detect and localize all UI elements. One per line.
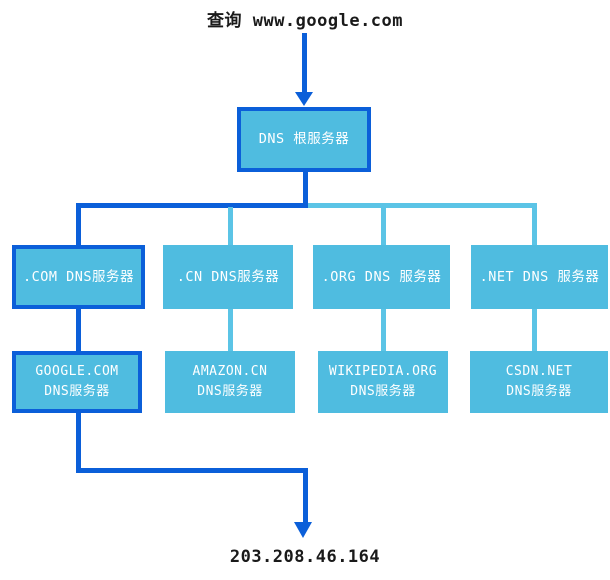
connector-cn-to-amazon	[228, 309, 233, 351]
node-auth-google: GOOGLE.COM DNS服务器	[12, 351, 142, 413]
node-tld-net: .NET DNS 服务器	[471, 245, 608, 309]
query-arrow-down-icon	[295, 92, 313, 106]
connector-drop-org	[381, 207, 386, 245]
resolved-ip: 203.208.46.164	[229, 547, 381, 567]
query-arrow-line	[302, 33, 307, 93]
node-label: WIKIPEDIA.ORG DNS服务器	[328, 363, 438, 399]
query-title: 查询 www.google.com	[206, 11, 404, 31]
node-auth-wikipedia: WIKIPEDIA.ORG DNS服务器	[318, 351, 448, 413]
connector-drop-cn	[228, 207, 233, 245]
node-label: AMAZON.CN DNS服务器	[192, 363, 268, 399]
answer-path-final-down	[303, 468, 308, 523]
answer-arrow-down-icon	[294, 522, 312, 538]
node-label: GOOGLE.COM DNS服务器	[35, 363, 119, 399]
node-tld-org: .ORG DNS 服务器	[313, 245, 450, 309]
distribution-line-left	[76, 203, 308, 208]
node-label: .CN DNS服务器	[176, 268, 280, 285]
connector-drop-net	[532, 207, 537, 245]
node-tld-cn: .CN DNS服务器	[163, 245, 293, 309]
connector-com-to-google	[76, 309, 81, 351]
node-label: .ORG DNS 服务器	[321, 268, 442, 285]
node-auth-csdn: CSDN.NET DNS服务器	[470, 351, 608, 413]
connector-org-to-wikipedia	[381, 309, 386, 351]
answer-path-across	[76, 468, 308, 473]
node-label: .NET DNS 服务器	[479, 268, 600, 285]
connector-net-to-csdn	[532, 309, 537, 351]
node-label: DNS 根服务器	[258, 131, 350, 148]
node-tld-com: .COM DNS服务器	[12, 245, 145, 309]
distribution-line-right	[308, 203, 537, 208]
node-label: CSDN.NET DNS服务器	[505, 363, 573, 399]
node-auth-amazon: AMAZON.CN DNS服务器	[165, 351, 295, 413]
node-dns-root-server: DNS 根服务器	[237, 107, 371, 172]
answer-path-down	[76, 413, 81, 473]
connector-drop-com	[76, 203, 81, 245]
connector-root-down	[303, 170, 308, 208]
node-label: .COM DNS服务器	[22, 268, 135, 285]
